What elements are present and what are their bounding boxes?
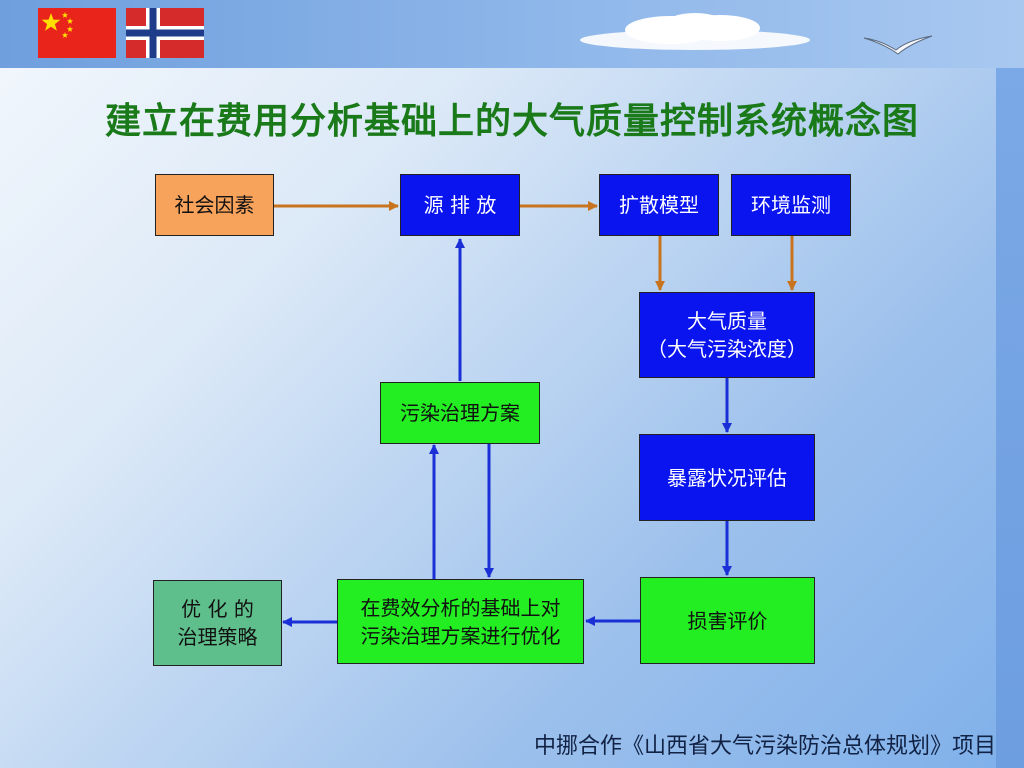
node-air-quality: 大气质量 （大气污染浓度） <box>639 292 815 378</box>
node-pollution-control-plan: 污染治理方案 <box>380 382 540 444</box>
node-damage-assessment: 损害评价 <box>640 577 815 664</box>
right-strip <box>996 68 1024 768</box>
seagull-icon <box>863 35 933 55</box>
node-environmental-monitoring: 环境监测 <box>731 174 851 236</box>
node-cost-effect-optimization: 在费效分析的基础上对 污染治理方案进行优化 <box>337 579 584 664</box>
norway-flag-icon <box>126 8 204 58</box>
node-social-factors: 社会因素 <box>155 174 274 236</box>
node-source-emission: 源 排 放 <box>400 174 520 236</box>
node-exposure-assessment: 暴露状况评估 <box>639 434 815 521</box>
china-flag-icon <box>38 8 116 58</box>
node-optimized-strategy: 优 化 的 治理策略 <box>153 580 282 666</box>
node-diffusion-model: 扩散模型 <box>599 174 719 236</box>
footer-project-name: 中挪合作《山西省大气污染防治总体规划》项目 <box>533 734 996 759</box>
page-title: 建立在费用分析基础上的大气质量控制系统概念图 <box>104 100 919 142</box>
cloud-icon <box>580 13 810 50</box>
